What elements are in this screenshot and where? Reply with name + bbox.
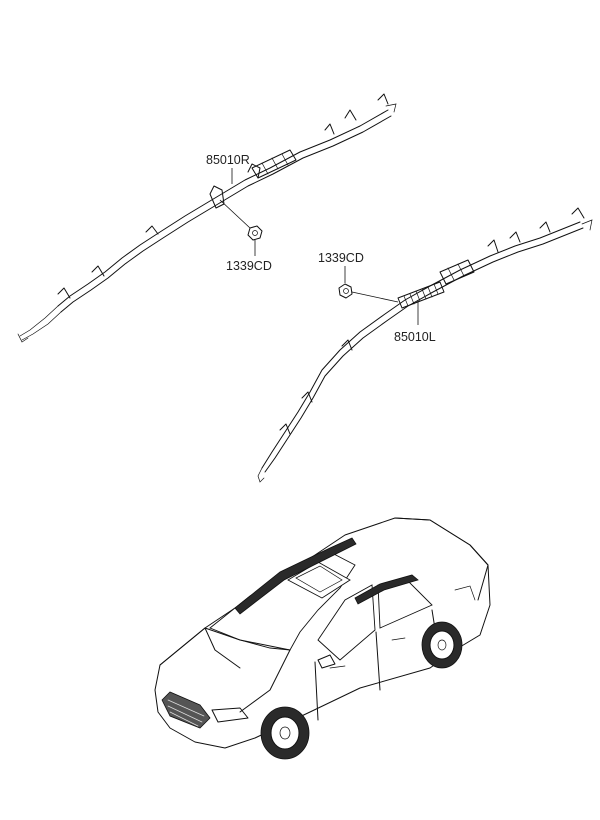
curtain-airbag-right[interactable] (17, 93, 397, 343)
nut-left[interactable] (338, 266, 399, 303)
part-label-1339CD-right: 1339CD (226, 259, 272, 273)
part-label-85010R: 85010R (206, 153, 250, 167)
rear-wheel (421, 621, 463, 669)
vehicle-illustration (154, 517, 491, 760)
callout-85010L: 85010L (394, 300, 436, 344)
nut-right[interactable] (219, 199, 263, 256)
front-wheel (260, 706, 310, 760)
curtain-airbag-left[interactable] (257, 207, 593, 483)
part-label-85010L: 85010L (394, 330, 436, 344)
part-label-1339CD-left: 1339CD (318, 251, 364, 265)
callout-85010R: 85010R (206, 153, 250, 184)
